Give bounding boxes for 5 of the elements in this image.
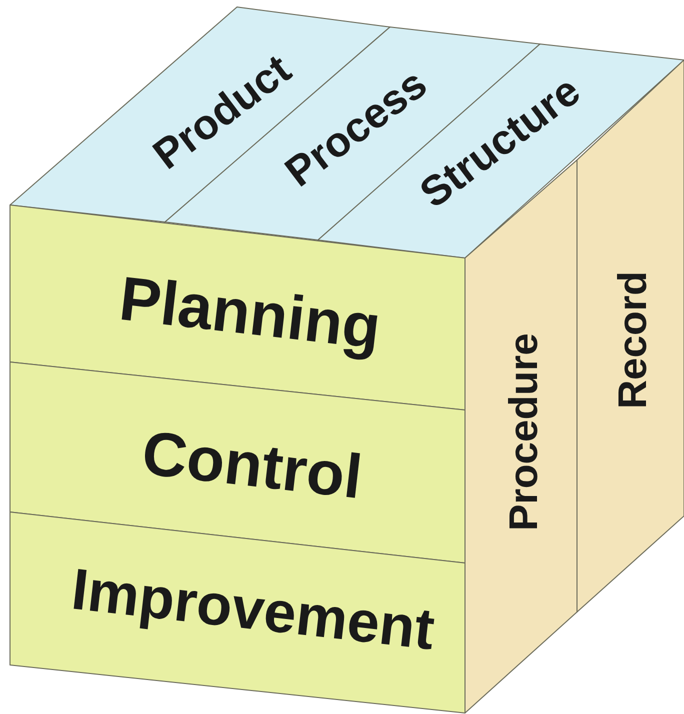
segment-label: Control: [139, 422, 365, 510]
segment-label: Planning: [116, 268, 384, 360]
segment-label: Procedure: [504, 333, 544, 531]
segment-label: Improvement: [68, 560, 438, 660]
segment-label: Record: [613, 271, 653, 409]
